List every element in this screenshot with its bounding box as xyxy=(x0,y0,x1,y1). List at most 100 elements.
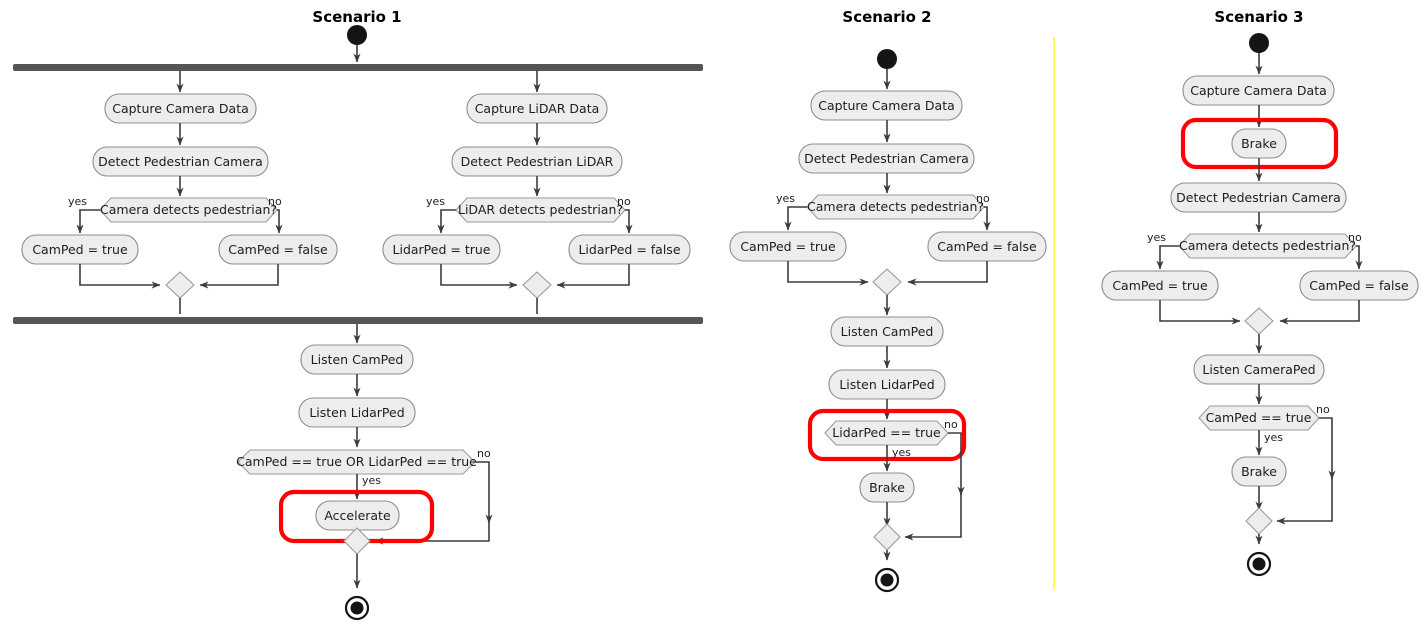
activity-detect-pedestrian-camera[interactable]: Detect Pedestrian Camera xyxy=(92,146,269,177)
scenario-3-group: Scenario 3 Capture Camera Data Brake Det… xyxy=(1101,8,1419,577)
activity-capture-camera-data[interactable]: Capture Camera Data xyxy=(1182,75,1335,106)
activity-listen-lidarped[interactable]: Listen LidarPed xyxy=(828,369,946,400)
activity-label: CamPed = false xyxy=(228,242,328,257)
activity-label: Listen LidarPed xyxy=(309,405,404,420)
merge-node-final-s2 xyxy=(873,523,901,551)
merge-node-final-s1 xyxy=(343,527,371,555)
decision-camped-equals-true[interactable]: CamPed == true xyxy=(1198,405,1320,431)
activity-label: LidarPed = false xyxy=(578,242,680,257)
edge-camped-true-to-merge xyxy=(79,264,161,289)
edge-label-camera-no: no xyxy=(268,195,282,208)
activity-camped-false[interactable]: CamPed = false xyxy=(1299,270,1419,301)
edge-lidarped-false-to-merge xyxy=(556,264,630,289)
end-node-dot-icon xyxy=(880,573,894,587)
merge-node-camera xyxy=(165,271,195,299)
activity-label: Brake xyxy=(1241,136,1277,151)
decision-camped-or-lidarped[interactable]: CamPed == true OR LidarPed == true xyxy=(236,449,477,475)
decision-camera-detects-pedestrian[interactable]: Camera detects pedestrian? xyxy=(99,197,278,223)
activity-camped-false[interactable]: CamPed = false xyxy=(927,231,1047,262)
edge-camped-no-to-merge xyxy=(1276,476,1333,525)
edge-lidar-yes xyxy=(437,209,456,234)
edge-camera-no xyxy=(983,206,991,231)
activity-label: Detect Pedestrian LiDAR xyxy=(461,154,614,169)
decision-lidarped-equals-true[interactable]: LidarPed == true xyxy=(824,420,949,446)
activity-listen-camped[interactable]: Listen CamPed xyxy=(300,344,414,375)
scenario-2-group: Scenario 2 Capture Camera Data Detect Pe… xyxy=(729,8,1047,593)
decision-label: CamPed == true xyxy=(1206,410,1312,425)
edge-label-camera-yes: yes xyxy=(776,192,795,205)
activity-label: Capture Camera Data xyxy=(1190,83,1327,98)
scenario-1-title: Scenario 1 xyxy=(312,8,401,26)
decision-label: CamPed == true OR LidarPed == true xyxy=(236,454,477,469)
activity-label: Brake xyxy=(869,480,905,495)
activity-accelerate[interactable]: Accelerate xyxy=(315,500,400,531)
activity-label: Capture Camera Data xyxy=(818,98,955,113)
activity-label: Listen CamPed xyxy=(311,352,404,367)
activity-capture-camera-data[interactable]: Capture Camera Data xyxy=(810,90,963,121)
scenario-2-title: Scenario 2 xyxy=(842,8,931,26)
scenario-1-group: Scenario 1 Capture Camera Data Detect Pe… xyxy=(13,8,703,621)
activity-lidarped-false[interactable]: LidarPed = false xyxy=(568,234,691,265)
edge-label-camera-yes: yes xyxy=(1147,231,1166,244)
activity-lidarped-true[interactable]: LidarPed = true xyxy=(382,234,501,265)
activity-label: Listen CameraPed xyxy=(1202,362,1315,377)
activity-camped-false[interactable]: CamPed = false xyxy=(218,234,338,265)
edge-or-no-down xyxy=(475,461,493,524)
activity-capture-camera-data[interactable]: Capture Camera Data xyxy=(104,93,257,124)
activity-label: Listen CamPed xyxy=(841,324,934,339)
decision-label: Camera detects pedestrian? xyxy=(1179,238,1356,253)
scenario-3-title: Scenario 3 xyxy=(1214,8,1303,26)
activity-listen-lidarped[interactable]: Listen LidarPed xyxy=(298,397,416,428)
decision-camera-detects-pedestrian[interactable]: Camera detects pedestrian? xyxy=(806,194,985,220)
activity-brake[interactable]: Brake xyxy=(859,472,915,503)
activity-label: Capture Camera Data xyxy=(112,101,249,116)
edge-label-or-no: no xyxy=(477,447,491,460)
activity-camped-true[interactable]: CamPed = true xyxy=(1101,270,1219,301)
edge-camera-no xyxy=(1355,245,1363,270)
activity-label: CamPed = false xyxy=(937,239,1037,254)
decision-camera-detects-pedestrian[interactable]: Camera detects pedestrian? xyxy=(1178,233,1357,259)
activity-brake-top[interactable]: Brake xyxy=(1231,128,1287,159)
edge-lidar-no xyxy=(625,209,633,234)
activity-capture-lidar-data[interactable]: Capture LiDAR Data xyxy=(466,93,608,124)
activity-camped-true[interactable]: CamPed = true xyxy=(729,231,847,262)
edge-camped-false-to-merge xyxy=(1279,300,1360,325)
start-node-icon xyxy=(877,49,897,69)
end-node-dot-icon xyxy=(1252,557,1266,571)
edge-camera-yes xyxy=(1156,245,1179,270)
edge-camped-no-down xyxy=(1319,417,1336,480)
merge-node-camera xyxy=(1244,307,1274,335)
start-node-icon xyxy=(347,25,367,45)
edge-lidarped-true-to-merge xyxy=(440,264,518,289)
activity-label: Brake xyxy=(1241,464,1277,479)
activity-detect-pedestrian-camera[interactable]: Detect Pedestrian Camera xyxy=(1170,182,1347,213)
activity-label: CamPed = false xyxy=(1309,278,1409,293)
activity-label: Accelerate xyxy=(324,508,391,523)
edge-label-camera-no: no xyxy=(976,192,990,205)
activity-label: Detect Pedestrian Camera xyxy=(804,151,969,166)
edge-camped-true-to-merge xyxy=(1159,300,1241,325)
edge-label-camped-yes: yes xyxy=(1264,431,1283,444)
decision-lidar-detects-pedestrian[interactable]: LiDAR detects pedestrian? xyxy=(455,197,626,223)
edge-label-camera-no: no xyxy=(1348,231,1362,244)
activity-label: Detect Pedestrian Camera xyxy=(98,154,263,169)
merge-node-camera xyxy=(872,268,902,296)
edge-label-lidar-no: no xyxy=(617,195,631,208)
activity-listen-camped[interactable]: Listen CamPed xyxy=(830,316,944,347)
decision-label: LiDAR detects pedestrian? xyxy=(458,202,623,217)
activity-label: CamPed = true xyxy=(740,239,836,254)
edge-camped-false-to-merge xyxy=(199,264,279,289)
edge-lidarped-no-to-merge xyxy=(904,492,962,541)
activity-camped-true[interactable]: CamPed = true xyxy=(21,234,139,265)
activity-listen-cameraped[interactable]: Listen CameraPed xyxy=(1193,354,1325,385)
decision-label: Camera detects pedestrian? xyxy=(100,202,277,217)
edge-camped-true-to-merge xyxy=(787,261,869,286)
activity-detect-pedestrian-lidar[interactable]: Detect Pedestrian LiDAR xyxy=(451,146,623,177)
activity-label: CamPed = true xyxy=(1112,278,1208,293)
edge-camera-yes xyxy=(784,206,807,231)
activity-brake-bottom[interactable]: Brake xyxy=(1231,456,1287,487)
activity-detect-pedestrian-camera[interactable]: Detect Pedestrian Camera xyxy=(798,143,975,174)
edge-label-lidarped-no: no xyxy=(944,418,958,431)
activity-label: LidarPed = true xyxy=(393,242,491,257)
